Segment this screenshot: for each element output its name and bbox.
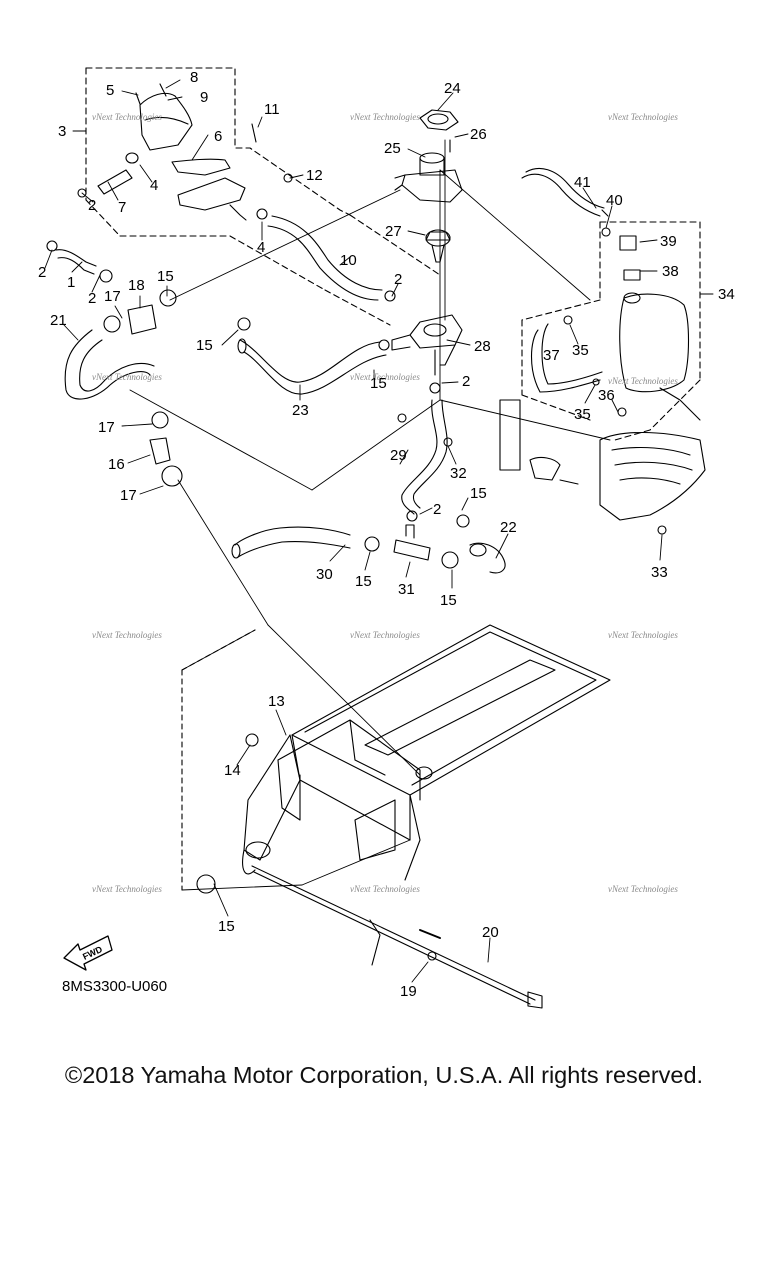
callout-18: 18 (128, 277, 145, 294)
hose-30 (231, 526, 351, 559)
callout-22: 22 (500, 519, 517, 536)
callout-15e: 15 (355, 573, 372, 590)
hose-29 (401, 399, 448, 515)
callout-38: 38 (662, 263, 679, 280)
callout-26: 26 (470, 126, 487, 143)
svg-text:vNext Technologies: vNext Technologies (92, 884, 162, 894)
cover-assembly (125, 92, 247, 221)
callout-41: 41 (574, 174, 591, 191)
bolts (135, 83, 609, 217)
hose-41 (521, 167, 605, 217)
thermostat-housing (391, 109, 463, 376)
hose-18-16 (127, 304, 171, 465)
svg-text:vNext Technologies: vNext Technologies (350, 884, 420, 894)
callout-19: 19 (400, 983, 417, 1000)
callout-7: 7 (118, 199, 126, 216)
mounting-rail (499, 399, 579, 485)
callout-13: 13 (268, 693, 285, 710)
rod-20 (251, 865, 543, 1009)
callout-33: 33 (651, 564, 668, 581)
fwd-arrow-icon (63, 935, 113, 971)
callout-10: 10 (340, 252, 357, 269)
hose-7 (97, 169, 133, 195)
callout-2b: 2 (88, 290, 96, 307)
svg-text:vNext Technologies: vNext Technologies (92, 372, 162, 382)
callout-21: 21 (50, 312, 67, 329)
callout-17c: 17 (120, 487, 137, 504)
callout-40: 40 (606, 192, 623, 209)
callout-15g: 15 (218, 918, 235, 935)
callout-numbers: 1 2 2 2 2 2 2 3 4 4 5 6 7 8 9 10 11 12 1… (38, 69, 735, 1000)
callout-5: 5 (106, 82, 114, 99)
callout-27: 27 (385, 223, 402, 240)
callout-15d: 15 (470, 485, 487, 502)
callout-12: 12 (306, 167, 323, 184)
parts-diagram: vNext Technologies vNext Technologies vN… (38, 67, 735, 1009)
reference-lines (129, 169, 611, 891)
callout-15: 15 (157, 268, 174, 285)
callout-4b: 4 (257, 239, 265, 256)
callout-11: 11 (264, 101, 280, 118)
svg-text:vNext Technologies: vNext Technologies (350, 112, 420, 122)
callout-15c: 15 (370, 375, 387, 392)
svg-text:vNext Technologies: vNext Technologies (608, 112, 678, 122)
drawing-code: 8MS3300-U060 (62, 978, 168, 995)
callout-17: 17 (104, 288, 121, 305)
svg-text:vNext Technologies: vNext Technologies (350, 630, 420, 640)
callout-35b: 35 (574, 406, 591, 423)
callout-6: 6 (214, 128, 222, 145)
callout-34: 34 (718, 286, 735, 303)
svg-text:vNext Technologies: vNext Technologies (608, 376, 678, 386)
callout-2f: 2 (433, 501, 441, 518)
svg-text:vNext Technologies: vNext Technologies (350, 372, 420, 382)
svg-text:vNext Technologies: vNext Technologies (92, 630, 162, 640)
radiator (242, 624, 611, 966)
callout-30: 30 (316, 566, 333, 583)
callout-24: 24 (444, 80, 461, 97)
callout-2: 2 (38, 264, 46, 281)
callout-32: 32 (450, 465, 467, 482)
callout-36: 36 (598, 387, 615, 404)
clamps (46, 173, 667, 961)
callout-2c: 2 (88, 197, 96, 214)
callout-23: 23 (292, 402, 309, 419)
fitting-31 (393, 524, 431, 561)
callout-3: 3 (58, 123, 66, 140)
callout-14: 14 (224, 762, 241, 779)
callout-17b: 17 (98, 419, 115, 436)
hose-21 (64, 329, 155, 400)
hose-37 (531, 323, 603, 393)
callout-2d: 2 (394, 271, 402, 288)
reservoir-tank (619, 235, 701, 421)
callout-20: 20 (482, 924, 499, 941)
callout-2e: 2 (462, 373, 470, 390)
callout-1: 1 (67, 274, 75, 291)
copyright-notice: ©2018 Yamaha Motor Corporation, U.S.A. A… (64, 1062, 704, 1088)
callout-15f: 15 (440, 592, 457, 609)
callout-4: 4 (150, 177, 158, 194)
svg-text:vNext Technologies: vNext Technologies (92, 112, 162, 122)
callout-16: 16 (108, 456, 125, 473)
callout-28: 28 (474, 338, 491, 355)
group-box-3 (85, 67, 441, 326)
hose-23 (237, 338, 387, 395)
callout-31: 31 (398, 581, 415, 598)
shroud-bracket (599, 432, 706, 521)
callout-29: 29 (390, 447, 407, 464)
svg-text:vNext Technologies: vNext Technologies (608, 630, 678, 640)
svg-text:vNext Technologies: vNext Technologies (608, 884, 678, 894)
callout-25: 25 (384, 140, 401, 157)
callout-35: 35 (572, 342, 589, 359)
hose-1 (55, 249, 97, 275)
leader-lines (44, 79, 714, 983)
group-box-34 (521, 221, 701, 441)
callout-37: 37 (543, 347, 560, 364)
watermarks: vNext Technologies vNext Technologies vN… (92, 112, 678, 894)
hose-10 (267, 215, 383, 301)
callout-39: 39 (660, 233, 677, 250)
hose-22 (469, 542, 506, 574)
callout-8: 8 (190, 69, 198, 86)
callout-15b: 15 (196, 337, 213, 354)
callout-9: 9 (200, 89, 208, 106)
